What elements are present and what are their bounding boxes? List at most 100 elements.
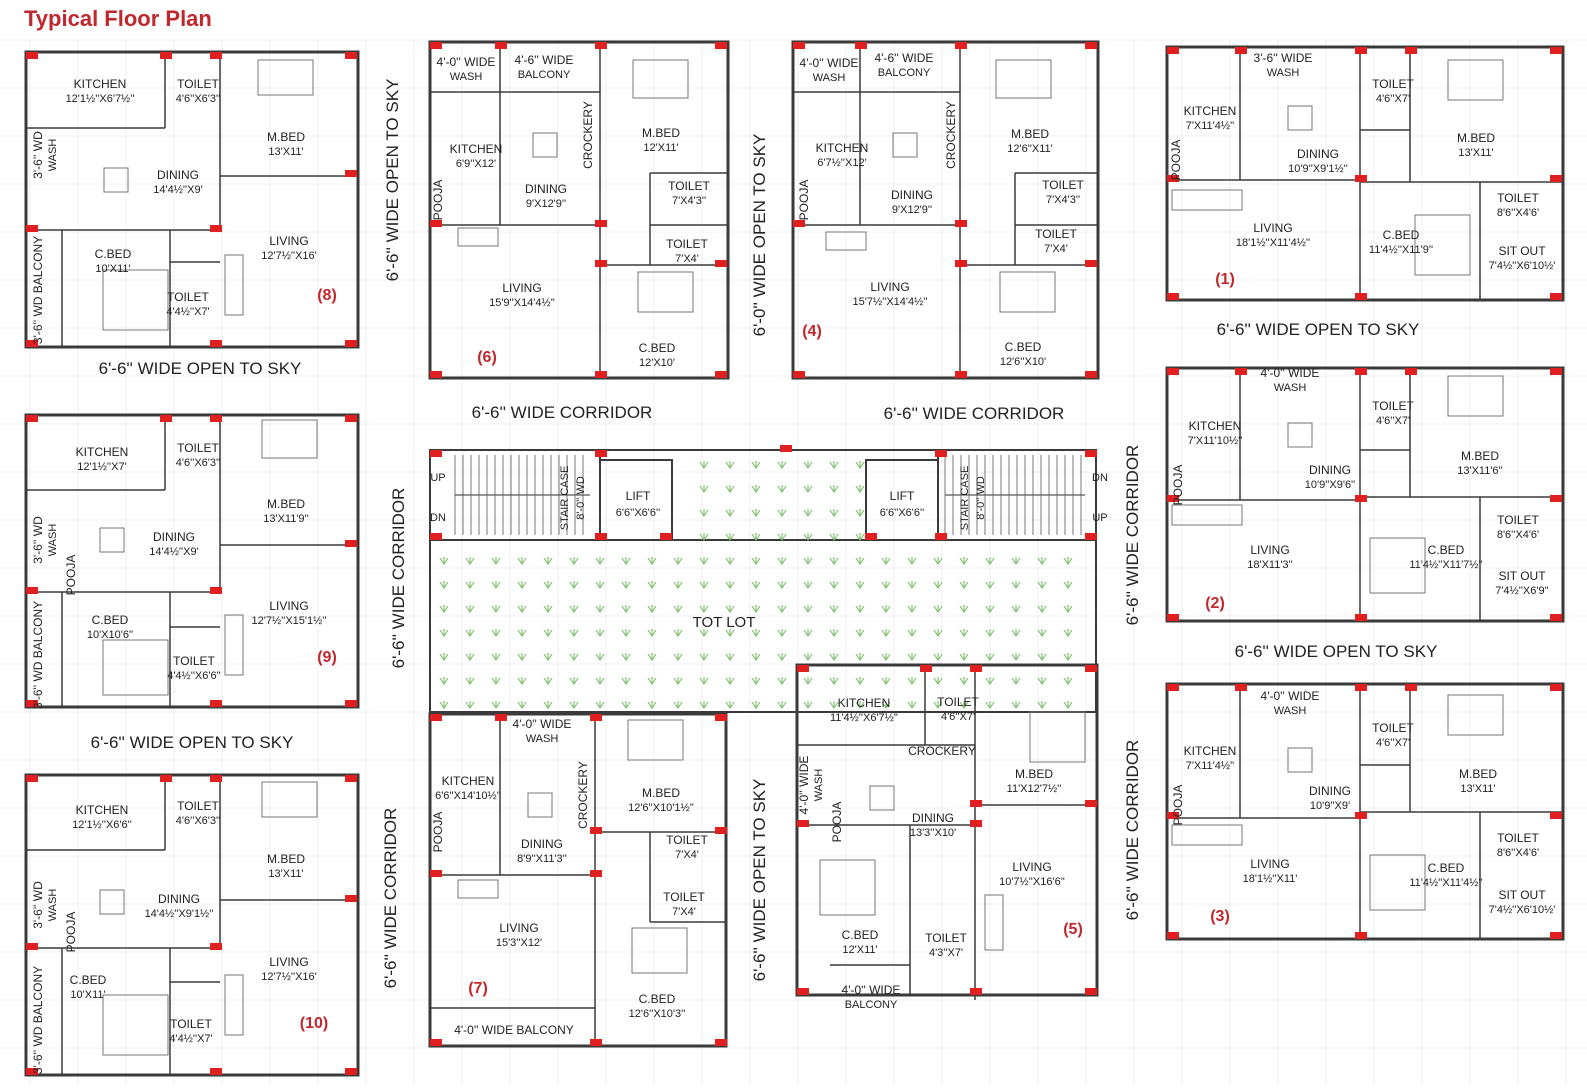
grass-mark: [725, 653, 735, 661]
room-name-label: M.BED: [1459, 767, 1497, 781]
room-name-label: LIVING: [1253, 221, 1292, 235]
grass-mark: [621, 557, 631, 565]
room-size-label: WASH: [47, 889, 59, 922]
grass-mark: [491, 605, 501, 613]
unit-number-label: (10): [300, 1015, 328, 1032]
room-name-label: M.BED: [1011, 127, 1049, 141]
room-name-label: 4'-0'' WIDE: [437, 55, 496, 69]
room-name-label: TOILET: [1497, 831, 1539, 845]
grass-mark: [829, 533, 839, 541]
grass-mark: [647, 701, 657, 709]
grass-mark: [933, 605, 943, 613]
room-name-label: 3'-6'' WD: [31, 516, 45, 564]
column: [797, 988, 809, 995]
room-size-label: 4'6''X6'3'': [176, 457, 220, 469]
room-size-label: 10'X10'6'': [87, 629, 133, 641]
column: [935, 450, 947, 457]
room-size-label: BALCONY: [878, 67, 931, 79]
room-size-label: 7'X11'4½'': [1186, 760, 1235, 772]
sofa: [825, 231, 867, 251]
room-name-label: C.BED: [639, 341, 676, 355]
room-size-label: 15'3''X12': [496, 937, 542, 949]
column: [1085, 665, 1097, 672]
unit-number-label: (8): [317, 287, 337, 304]
grass-mark: [491, 629, 501, 637]
grass-mark: [725, 509, 735, 517]
grass-mark: [491, 677, 501, 685]
grass-mark: [777, 461, 787, 469]
column: [1355, 495, 1367, 502]
room-size-label: 10'X11': [70, 989, 105, 1001]
sofa: [1171, 189, 1243, 211]
grass-mark: [777, 629, 787, 637]
column: [1550, 47, 1562, 54]
room-size-label: 11'4½''X11'4½'': [1409, 877, 1482, 889]
grass-mark: [465, 581, 475, 589]
grass-mark: [673, 629, 683, 637]
room-name-label: TOILET: [170, 1017, 212, 1031]
room-name-label: 4'-6'' WIDE: [875, 51, 934, 65]
grass-mark: [907, 557, 917, 565]
grass-mark: [1011, 701, 1021, 709]
grass-mark: [595, 629, 605, 637]
grass-mark: [439, 557, 449, 565]
grass-mark: [569, 653, 579, 661]
grass-mark: [647, 557, 657, 565]
grass-mark: [621, 701, 631, 709]
column: [660, 533, 672, 540]
unit-outline: [24, 50, 360, 349]
room-name-label: 4'-6'' WIDE: [515, 53, 574, 67]
room-size-label: WASH: [1274, 705, 1307, 717]
room-name-label: C.BED: [1428, 861, 1465, 875]
grass-mark: [621, 605, 631, 613]
room-name-label: C.BED: [1383, 228, 1420, 242]
bed: [102, 269, 169, 331]
bed: [1369, 854, 1426, 911]
grass-mark: [465, 653, 475, 661]
grass-mark: [777, 677, 787, 685]
column: [26, 775, 38, 782]
room-name-label: DINING: [525, 182, 567, 196]
room-name-label: M.BED: [267, 130, 305, 144]
sofa: [1171, 824, 1243, 846]
room-size-label: 10'9''X9'1½'': [1288, 163, 1348, 175]
room-name-label: KITCHEN: [442, 774, 495, 788]
grass-mark: [907, 677, 917, 685]
grass-mark: [517, 629, 527, 637]
room-name-label: LIVING: [870, 280, 909, 294]
room-size-label: WASH: [1274, 382, 1307, 394]
grass-mark: [543, 701, 553, 709]
up-label: UP: [430, 472, 445, 484]
room-size-label: 7'X4': [672, 906, 696, 918]
grass-mark: [595, 677, 605, 685]
room-name-label: TOILET: [666, 237, 708, 251]
room-name-label: POOJA: [1169, 140, 1183, 181]
unit-outline: [795, 663, 1099, 997]
room-name-label: M.BED: [267, 852, 305, 866]
grass-mark: [855, 701, 865, 709]
grass-mark: [933, 677, 943, 685]
grass-mark: [517, 701, 527, 709]
column: [1085, 260, 1097, 267]
unit-number-label: (9): [317, 649, 337, 666]
column: [715, 827, 727, 834]
column: [1355, 614, 1367, 621]
grass-mark: [881, 557, 891, 565]
grass-mark: [933, 629, 943, 637]
room-size-label: 11'4½''X6'7½'': [830, 712, 898, 724]
unit-outline: [428, 712, 728, 1048]
column: [1355, 175, 1367, 182]
grass-mark: [647, 629, 657, 637]
room-name-label: DINING: [157, 168, 199, 182]
bed: [1369, 537, 1426, 594]
room-size-label: 6'7½''X12': [817, 157, 866, 169]
column: [160, 775, 172, 782]
corridor-label: 6'-6'' WIDE CORRIDOR: [1123, 740, 1142, 921]
grass-mark: [855, 461, 865, 469]
grass-mark: [985, 605, 995, 613]
column: [970, 800, 982, 807]
grass-mark: [985, 701, 995, 709]
grass-mark: [699, 461, 709, 469]
grass-mark: [673, 653, 683, 661]
grass-mark: [855, 581, 865, 589]
